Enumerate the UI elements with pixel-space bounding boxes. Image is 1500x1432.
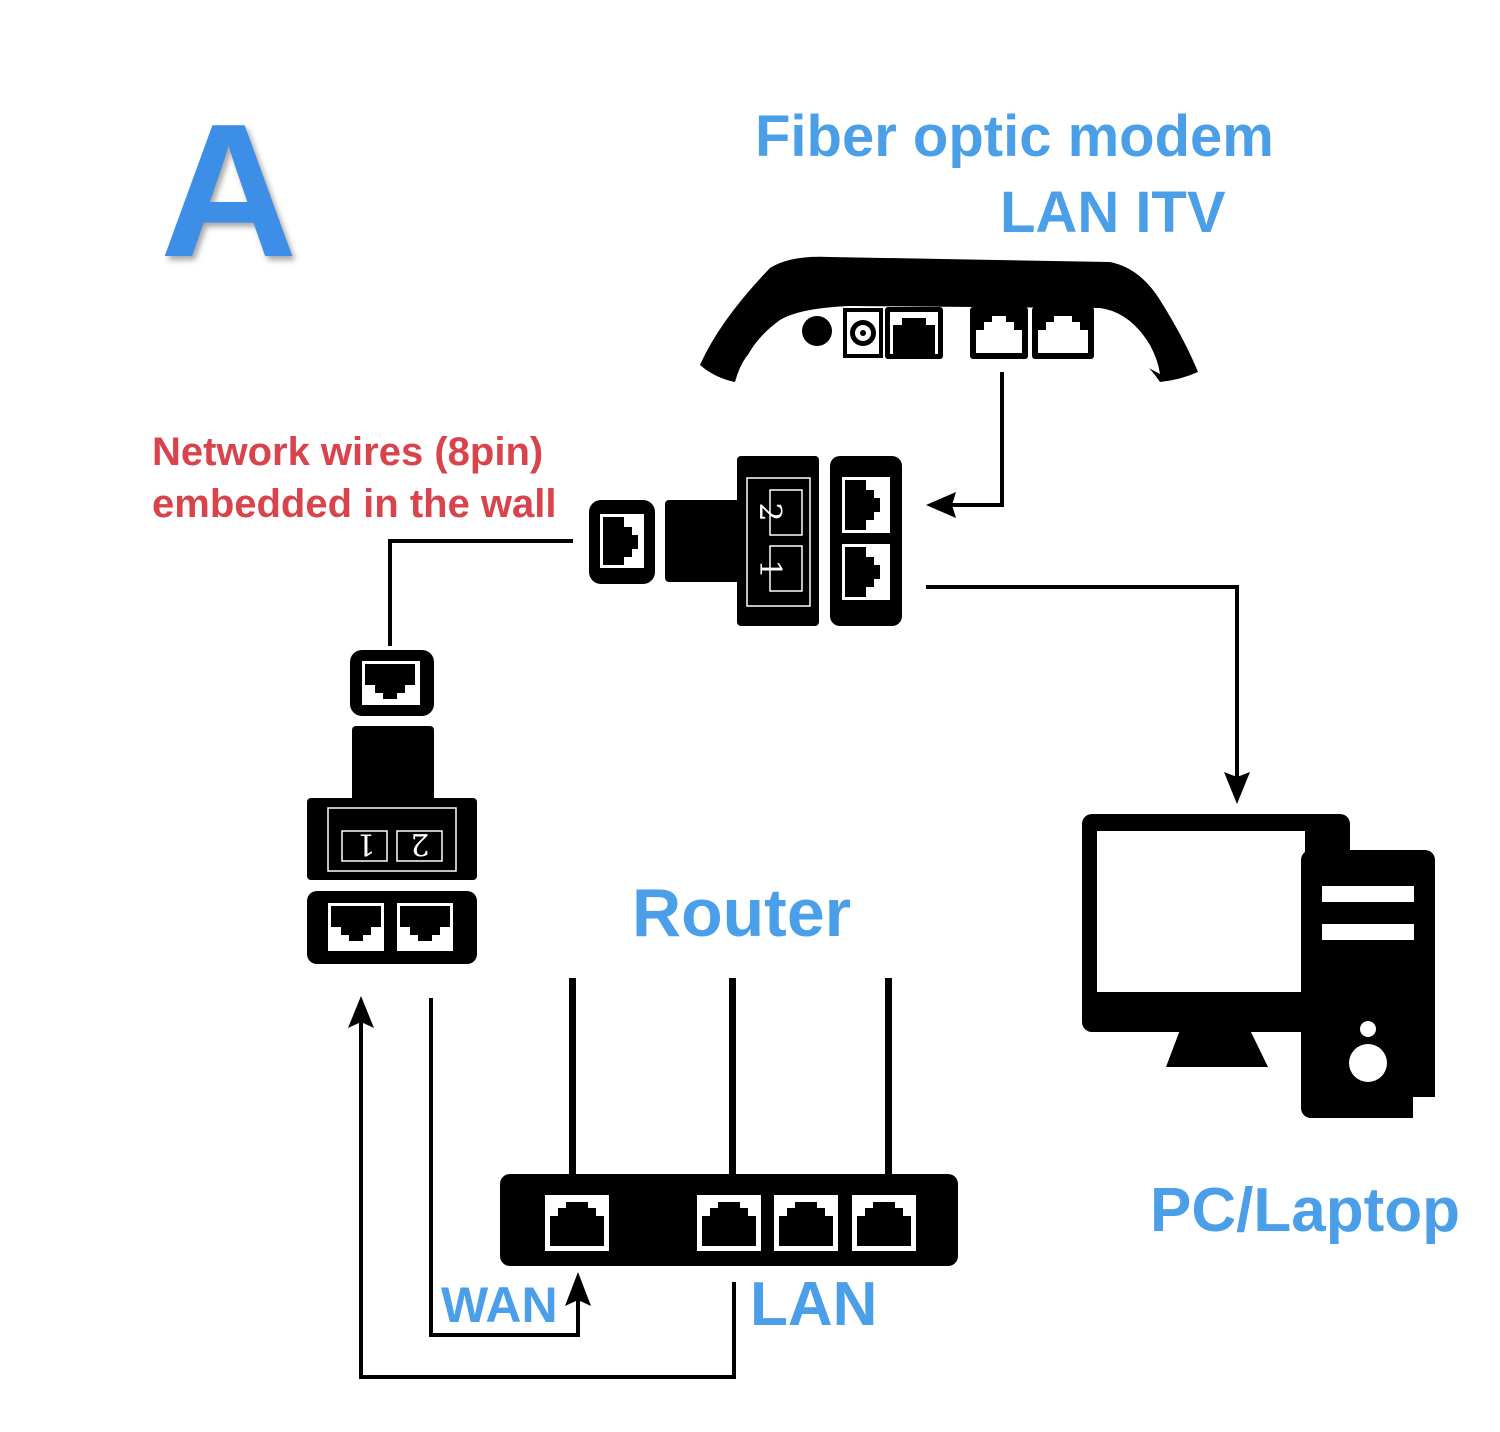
fiber-port-icon	[885, 307, 943, 359]
router-lan-port-icon	[774, 1195, 838, 1251]
router-lan-port-icon	[852, 1195, 916, 1251]
splitter-top-icon: 2 1	[589, 456, 902, 626]
router-lan-port-icon	[697, 1195, 761, 1251]
router-wan-port-icon	[545, 1195, 609, 1251]
modem-title: Fiber optic modem	[755, 104, 1274, 169]
splitter-left-port-2-icon	[397, 903, 453, 951]
splitter-left-port-1-label: 1	[356, 826, 375, 861]
pc-title: PC/Laptop	[1150, 1176, 1460, 1245]
splitter-top-port-2-label: 2	[752, 502, 787, 521]
wire-in-wall	[388, 539, 573, 646]
monitor-stand-icon	[1166, 1030, 1268, 1067]
splitter-left-icon: 1 2	[307, 650, 477, 964]
router-title: Router	[632, 875, 851, 951]
antenna-icon	[885, 978, 892, 1178]
modem-itv-port-icon	[1032, 307, 1094, 359]
router-icon	[500, 978, 958, 1266]
arrow-up-icon	[565, 1272, 591, 1306]
wire-modem-to-splitter	[926, 372, 1004, 518]
wire-splitter-to-pc	[926, 585, 1250, 804]
fiber-modem-icon	[700, 256, 1198, 382]
splitter-left-single-port-icon	[362, 661, 420, 705]
wall-wires-label-line1: Network wires (8pin)	[152, 430, 543, 474]
router-lan-label: LAN	[750, 1270, 877, 1339]
splitter-top-lower-port-icon	[842, 544, 890, 600]
panel-letter: A	[160, 85, 297, 297]
router-wan-label: WAN	[441, 1277, 558, 1333]
power-button-icon	[802, 316, 832, 346]
desktop-computer-icon	[1082, 814, 1438, 1122]
wire-splitter-to-wan	[429, 998, 591, 1337]
modem-lan-port-icon	[970, 307, 1028, 359]
antenna-icon	[569, 978, 576, 1178]
arrow-left-icon	[926, 492, 956, 518]
arrow-down-icon	[1224, 772, 1250, 804]
arrow-up-icon	[348, 996, 374, 1028]
splitter-left-port-1-icon	[328, 903, 384, 951]
splitter-left-port-2-label: 2	[410, 826, 429, 861]
antenna-icon	[729, 978, 736, 1178]
wall-wires-label-line2: embedded in the wall	[152, 482, 557, 526]
splitter-top-port-1-label: 1	[752, 559, 787, 578]
wire-lan-to-splitter	[348, 996, 736, 1379]
modem-subtitle: LAN ITV	[1000, 180, 1226, 245]
splitter-top-upper-port-icon	[842, 477, 890, 533]
dc-jack-icon	[843, 308, 883, 358]
pc-tower-icon	[1301, 850, 1438, 1122]
